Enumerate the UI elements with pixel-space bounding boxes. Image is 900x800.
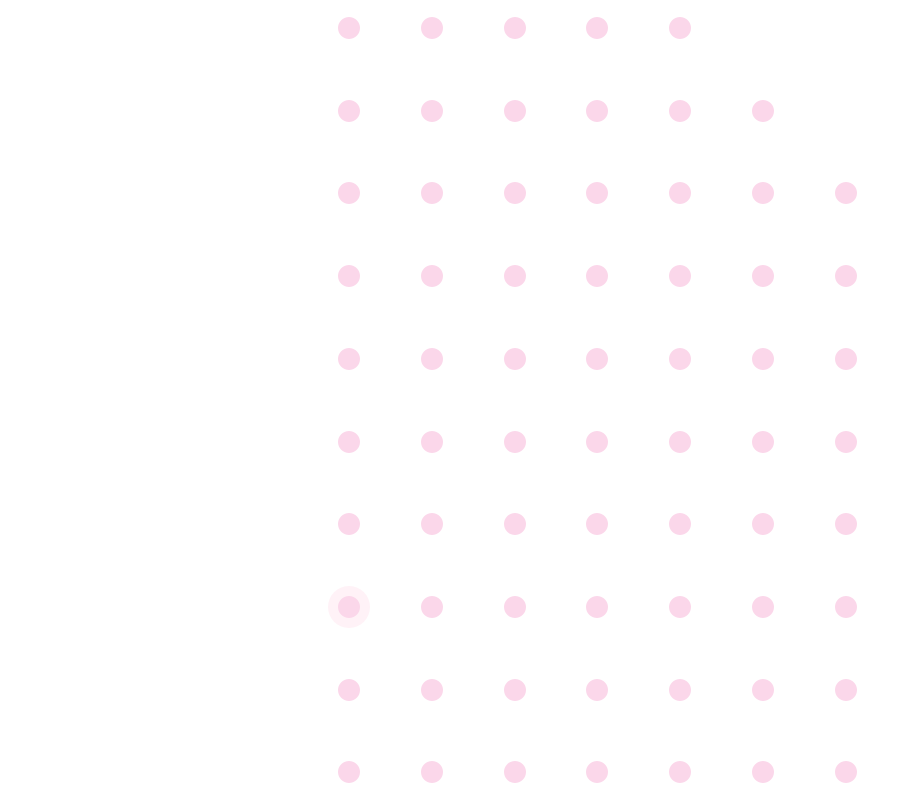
grid-dot (586, 595, 609, 618)
grid-dot (752, 430, 774, 453)
grid-dot (834, 347, 857, 370)
grid-dot (503, 761, 526, 784)
grid-dot (669, 678, 692, 701)
grid-dot (752, 182, 774, 205)
grid-dot (503, 595, 526, 618)
grid-dot (338, 265, 360, 288)
grid-dot (752, 678, 774, 701)
grid-dot (834, 430, 857, 453)
grid-dot (752, 595, 774, 618)
grid-dot (834, 513, 857, 536)
grid-dot (420, 513, 443, 536)
grid-dot (586, 99, 609, 122)
grid-dot (669, 99, 692, 122)
grid-dot (752, 99, 774, 122)
grid-dot (338, 430, 360, 453)
grid-dot (420, 761, 443, 784)
grid-dot (338, 761, 360, 784)
grid-dot (586, 265, 609, 288)
grid-dot (420, 678, 443, 701)
grid-dot (586, 347, 609, 370)
grid-dot (338, 17, 360, 39)
grid-dot (834, 761, 857, 784)
grid-dot (834, 182, 857, 205)
grid-dot (503, 513, 526, 536)
grid-dot (503, 182, 526, 205)
grid-dot (420, 595, 443, 618)
grid-dot (586, 761, 609, 784)
grid-dot (338, 595, 360, 618)
grid-dot (834, 265, 857, 288)
grid-dot (338, 99, 360, 122)
grid-dot (338, 678, 360, 701)
grid-dot (503, 265, 526, 288)
grid-dot (834, 595, 857, 618)
grid-dot (669, 265, 692, 288)
grid-dot (338, 182, 360, 205)
grid-dot (586, 678, 609, 701)
grid-dot (834, 678, 857, 701)
grid-dot (420, 430, 443, 453)
grid-dot (420, 347, 443, 370)
grid-dot (420, 17, 443, 39)
grid-dot (752, 347, 774, 370)
grid-dot (503, 99, 526, 122)
grid-dot (420, 182, 443, 205)
grid-dot (752, 265, 774, 288)
grid-dot (338, 513, 360, 536)
grid-dot (586, 182, 609, 205)
grid-dot (586, 430, 609, 453)
grid-dot (338, 347, 360, 370)
grid-dot (420, 99, 443, 122)
grid-dot (669, 761, 692, 784)
grid-dot (669, 513, 692, 536)
grid-dot (420, 265, 443, 288)
grid-dot (669, 430, 692, 453)
grid-dot (503, 17, 526, 39)
grid-dot (669, 182, 692, 205)
grid-dot (752, 513, 774, 536)
grid-dot (503, 678, 526, 701)
grid-dot (752, 761, 774, 784)
grid-dot (586, 17, 609, 39)
grid-dot (503, 430, 526, 453)
grid-dot (669, 17, 692, 39)
grid-dot (669, 595, 692, 618)
grid-dot (586, 513, 609, 536)
grid-dot (503, 347, 526, 370)
grid-dot (669, 347, 692, 370)
